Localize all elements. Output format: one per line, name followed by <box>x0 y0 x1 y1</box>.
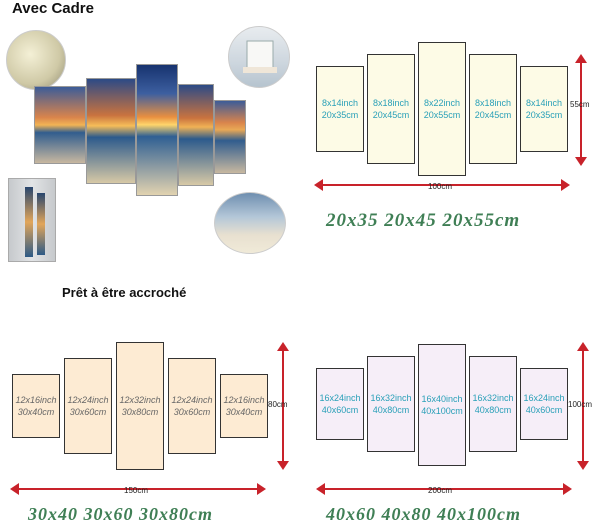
canvas-panel <box>136 64 178 196</box>
panel-inch-label: 8x14inch <box>525 98 563 108</box>
panel-cm-label: 20x45cm <box>372 110 410 120</box>
panel-cm-label: 40x100cm <box>421 406 463 416</box>
double-arrow-icon <box>277 342 289 470</box>
panel-cm-label: 30x60cm <box>69 407 107 417</box>
panel-outline: 16x24inch 40x60cm <box>316 368 364 440</box>
double-arrow-icon <box>575 54 587 166</box>
size-caption: 20x35 20x45 20x55cm <box>326 210 521 231</box>
chair-icon <box>243 40 277 73</box>
panel-cm-label: 20x45cm <box>474 110 512 120</box>
panel-cm-label: 40x80cm <box>474 405 512 415</box>
panel-cm-label: 30x80cm <box>121 407 159 417</box>
panel-cm-label: 20x55cm <box>423 110 461 120</box>
panel-cm-label: 40x80cm <box>372 405 410 415</box>
width-label: 200cm <box>428 486 453 495</box>
panel-inch-label: 12x24inch <box>67 395 109 405</box>
room-detail-circle <box>228 26 290 88</box>
height-label: 100cm <box>568 400 593 409</box>
panel-inch-label: 12x32inch <box>119 395 161 405</box>
double-arrow-icon <box>314 179 570 191</box>
double-arrow-icon <box>10 483 266 495</box>
panel-outline: 12x24inch 30x60cm <box>168 358 216 454</box>
height-label: 80cm <box>268 400 288 409</box>
width-label: 150cm <box>124 486 149 495</box>
panel-outline: 8x14inch 20x35cm <box>520 66 568 152</box>
size-diagram-medium: 12x16inch 30x40cm 12x24inch 30x60cm 12x3… <box>0 338 300 527</box>
double-arrow-icon <box>316 483 572 495</box>
panel-cm-label: 40x60cm <box>321 405 359 415</box>
panel-inch-label: 8x22inch <box>423 98 461 108</box>
panel-inch-label: 16x24inch <box>319 393 361 403</box>
panel-inch-label: 12x16inch <box>15 395 57 405</box>
panel-outline: 16x40inch 40x100cm <box>418 344 466 466</box>
product-photo-area <box>0 20 300 270</box>
size-diagram-small: 8x14inch 20x35cm 8x18inch 20x45cm 8x22in… <box>306 40 600 290</box>
panel-cm-label: 20x35cm <box>525 110 563 120</box>
canvas-panel <box>214 100 246 174</box>
size-caption: 40x60 40x80 40x100cm <box>326 504 521 524</box>
frame-back-photo <box>8 178 56 262</box>
page-title: Avec Cadre <box>12 0 94 17</box>
panel-outline: 12x32inch 30x80cm <box>116 342 164 470</box>
page-subtitle: Prêt à être accroché <box>62 285 187 300</box>
canvas-panel <box>34 86 86 164</box>
panel-outline: 8x18inch 20x45cm <box>367 54 415 164</box>
canvas-panel <box>86 78 136 184</box>
wave-detail-circle <box>214 192 286 254</box>
panel-inch-label: 8x18inch <box>372 98 410 108</box>
panel-outline: 12x24inch 30x60cm <box>64 358 112 454</box>
panel-inch-label: 16x24inch <box>523 393 565 403</box>
size-caption: 30x40 30x60 30x80cm <box>28 504 213 524</box>
height-label: 55cm <box>570 100 590 109</box>
panel-cm-label: 30x60cm <box>173 407 211 417</box>
panel-cm-label: 40x60cm <box>525 405 563 415</box>
size-diagram-large: 16x24inch 40x60cm 16x32inch 40x80cm 16x4… <box>306 338 600 527</box>
panel-cm-label: 30x40cm <box>225 407 263 417</box>
panel-inch-label: 12x16inch <box>223 395 265 405</box>
panel-outline: 16x32inch 40x80cm <box>469 356 517 452</box>
panel-cm-label: 30x40cm <box>17 407 55 417</box>
panel-inch-label: 16x32inch <box>370 393 412 403</box>
panel-outline: 16x32inch 40x80cm <box>367 356 415 452</box>
canvas-detail-circle <box>6 30 66 90</box>
panel-inch-label: 8x14inch <box>321 98 359 108</box>
panel-cm-label: 20x35cm <box>321 110 359 120</box>
panel-outline: 12x16inch 30x40cm <box>220 374 268 438</box>
panel-inch-label: 12x24inch <box>171 395 213 405</box>
panel-outline: 8x14inch 20x35cm <box>316 66 364 152</box>
panel-inch-label: 16x32inch <box>472 393 514 403</box>
panel-outline: 8x18inch 20x45cm <box>469 54 517 164</box>
panel-outline: 16x24inch 40x60cm <box>520 368 568 440</box>
canvas-panel <box>178 84 214 186</box>
panel-inch-label: 8x18inch <box>474 98 512 108</box>
panel-inch-label: 16x40inch <box>421 394 463 404</box>
double-arrow-icon <box>577 342 589 470</box>
panel-outline: 12x16inch 30x40cm <box>12 374 60 438</box>
width-label: 100cm <box>428 182 453 191</box>
panel-outline: 8x22inch 20x55cm <box>418 42 466 176</box>
